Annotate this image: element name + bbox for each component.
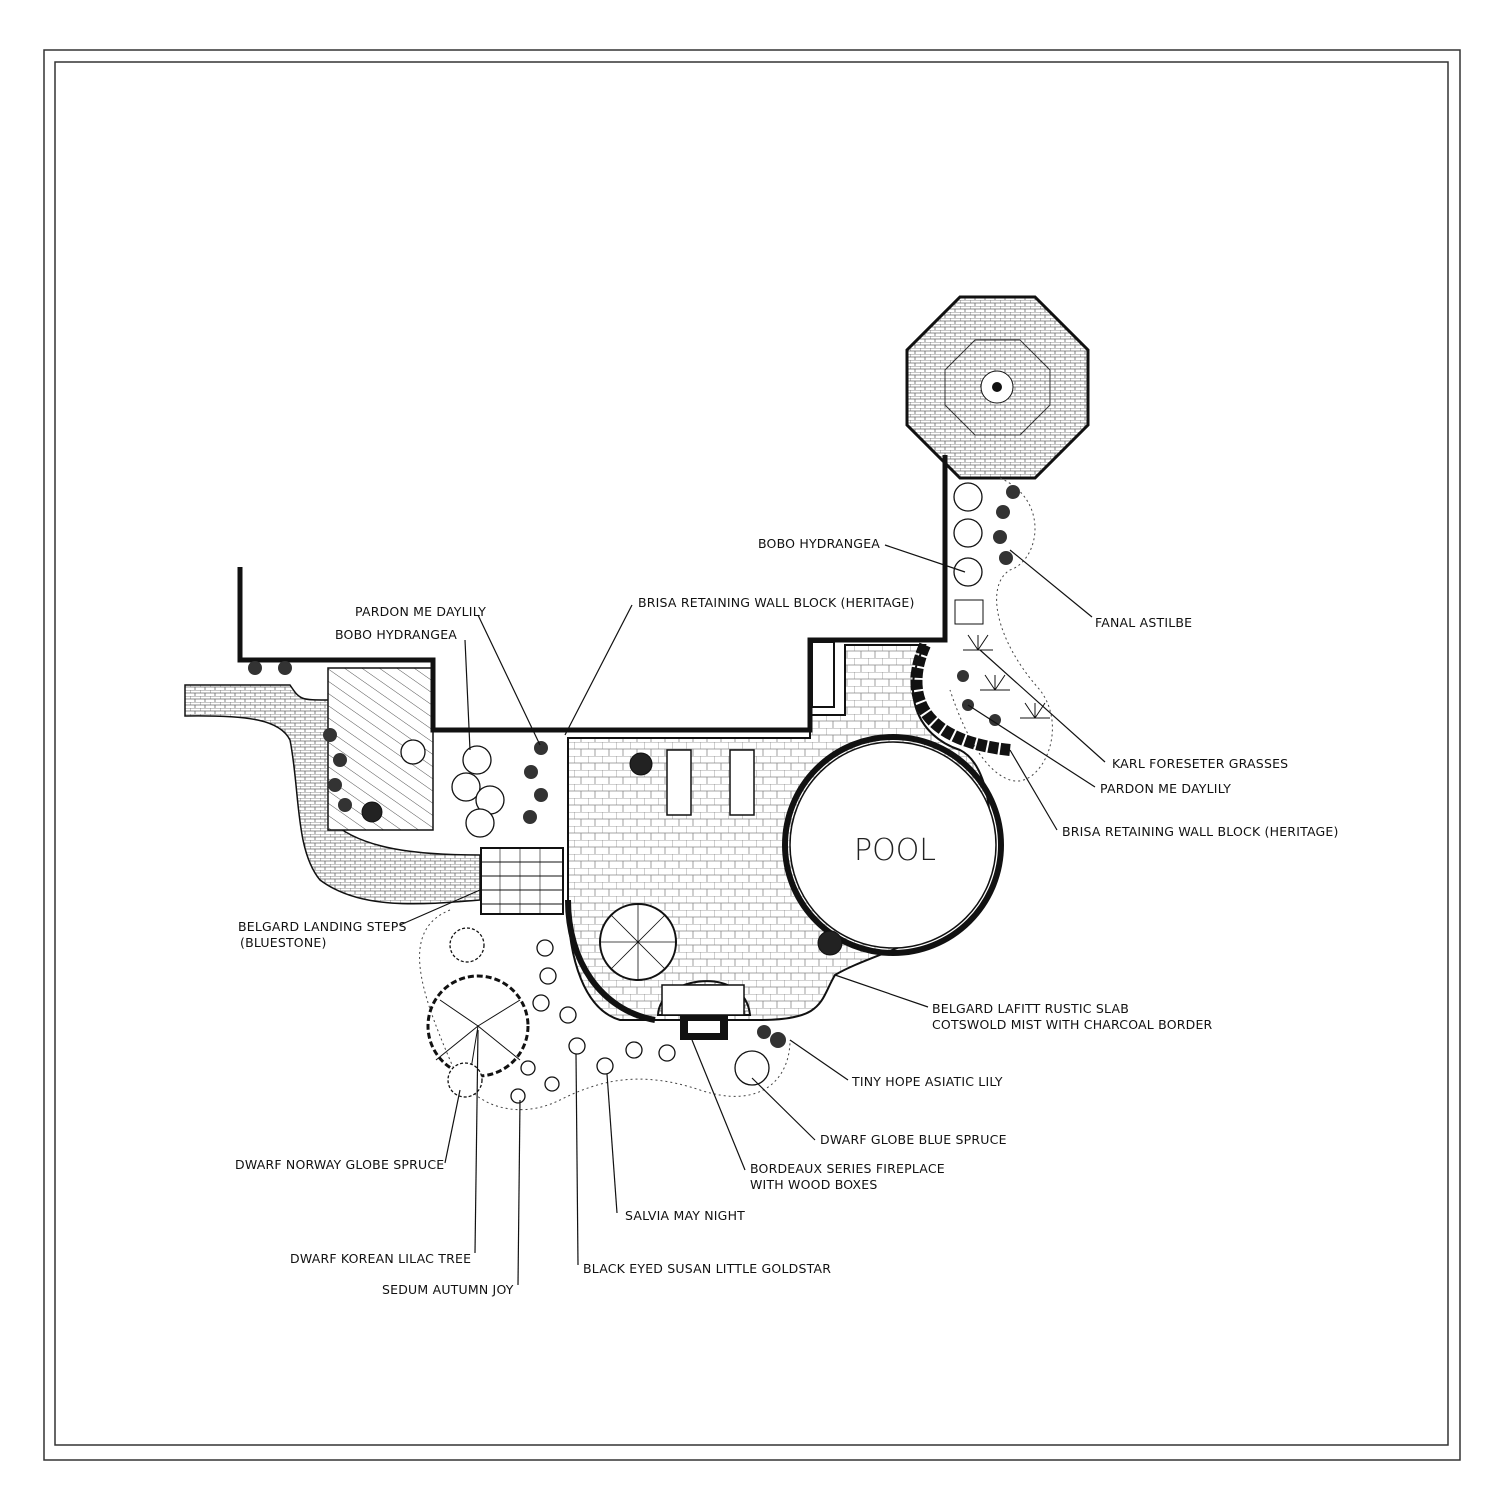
korean-lilac-tree bbox=[426, 974, 530, 1078]
planter-pot bbox=[361, 801, 383, 823]
left-planting-bed bbox=[419, 909, 791, 1111]
label-lafitt-slab: BELGARD LAFITT RUSTIC SLAB bbox=[932, 1001, 1129, 1016]
label-dwarf-norway-spruce: DWARF NORWAY GLOBE SPRUCE bbox=[235, 1157, 444, 1172]
landing-steps bbox=[480, 847, 564, 915]
bobo-hydrangea-right bbox=[953, 482, 983, 587]
label-landing-steps: BELGARD LANDING STEPS bbox=[238, 919, 407, 934]
fireplace bbox=[656, 980, 752, 1040]
right-planting-bed bbox=[949, 477, 1053, 782]
label-salvia: SALVIA MAY NIGHT bbox=[625, 1208, 745, 1223]
house-wall bbox=[237, 455, 948, 733]
outer-frame bbox=[43, 49, 1461, 1461]
label-korean-lilac: DWARF KOREAN LILAC TREE bbox=[290, 1251, 471, 1266]
pool bbox=[789, 741, 997, 949]
patio-charcoal-border bbox=[565, 899, 656, 1023]
deck-table bbox=[400, 739, 426, 765]
label-tiny-hope-lily: TINY HOPE ASIATIC LILY bbox=[851, 1074, 1003, 1089]
label-pardon-me-daylily-left: PARDON ME DAYLILY bbox=[355, 604, 486, 619]
inner-frame bbox=[54, 61, 1449, 1446]
label-brisa-wall-top: BRISA RETAINING WALL BLOCK (HERITAGE) bbox=[638, 595, 915, 610]
label-brisa-wall-right: BRISA RETAINING WALL BLOCK (HERITAGE) bbox=[1062, 824, 1339, 839]
label-lafitt-slab-color: COTSWOLD MIST WITH CHARCOAL BORDER bbox=[932, 1017, 1213, 1032]
leader-lines bbox=[399, 544, 1106, 1286]
dwarf-norway-spruce bbox=[449, 927, 485, 963]
house-bump bbox=[811, 641, 835, 708]
planter-pot bbox=[629, 752, 653, 776]
small-perennials bbox=[248, 485, 1020, 1048]
plant-labels: BOBO HYDRANGEA FANAL ASTILBE PARDON ME D… bbox=[235, 536, 1339, 1297]
label-fireplace-wood-boxes: WITH WOOD BOXES bbox=[750, 1177, 877, 1192]
salvia-and-sedum bbox=[510, 1041, 676, 1104]
label-bobo-hydrangea-left: BOBO HYDRANGEA bbox=[335, 627, 457, 642]
lounge-chair bbox=[729, 749, 755, 816]
pool-coping bbox=[782, 734, 1004, 956]
label-karl-grasses: KARL FORESETER GRASSES bbox=[1112, 756, 1288, 771]
label-fireplace: BORDEAUX SERIES FIREPLACE bbox=[750, 1161, 945, 1176]
label-dwarf-globe-blue-spruce: DWARF GLOBE BLUE SPRUCE bbox=[820, 1132, 1007, 1147]
black-eyed-susan bbox=[532, 939, 586, 1055]
gazebo-octagon bbox=[905, 295, 1090, 480]
planter-pot bbox=[817, 930, 843, 956]
dwarf-globe-blue-spruce bbox=[734, 1050, 770, 1086]
label-pardon-me-daylily-right: PARDON ME DAYLILY bbox=[1100, 781, 1231, 796]
pool-label: POOL bbox=[854, 833, 936, 868]
dwarf-norway-spruce bbox=[447, 1062, 483, 1098]
label-black-eyed-susan: BLACK EYED SUSAN LITTLE GOLDSTAR bbox=[583, 1261, 831, 1276]
label-fanal-astilbe: FANAL ASTILBE bbox=[1095, 615, 1192, 630]
dining-table bbox=[599, 903, 677, 981]
bobo-hydrangea-left bbox=[451, 745, 505, 838]
label-landing-steps-material: (BLUESTONE) bbox=[240, 935, 327, 950]
astilbe-box bbox=[954, 599, 984, 625]
label-sedum: SEDUM AUTUMN JOY bbox=[382, 1282, 514, 1297]
retaining-wall-right bbox=[910, 642, 1011, 756]
label-bobo-hydrangea-right: BOBO HYDRANGEA bbox=[758, 536, 880, 551]
karl-foerster-grasses bbox=[963, 634, 1050, 719]
lounge-chair bbox=[666, 749, 692, 816]
